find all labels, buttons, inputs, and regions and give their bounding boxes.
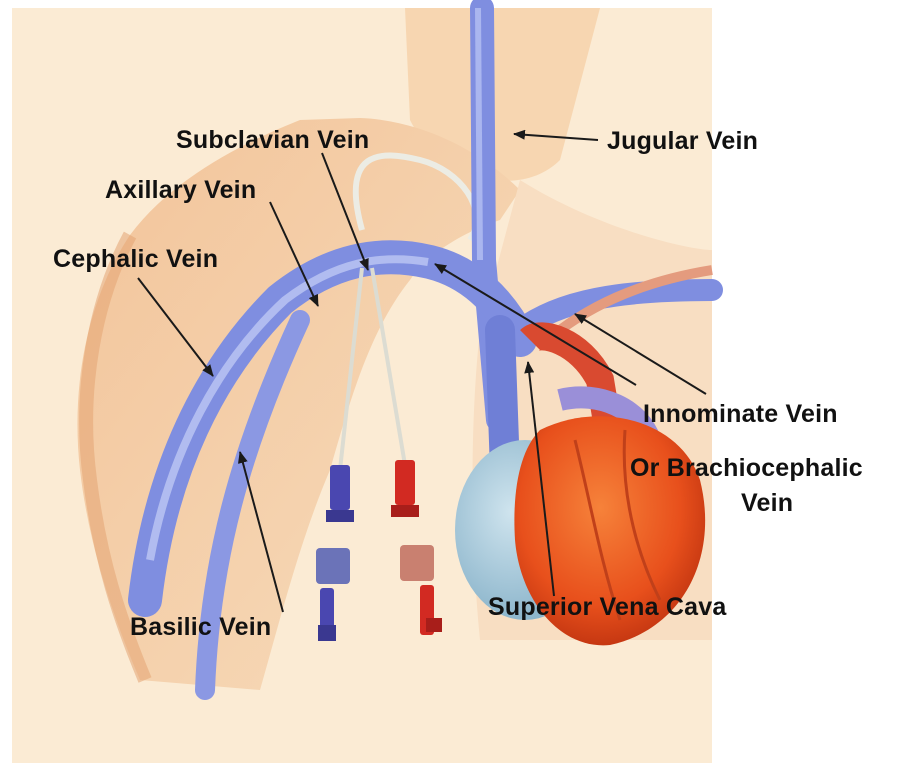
label-innominate-vein: Innominate Vein [643, 402, 838, 427]
label-brachiocephalic-line1: Or Brachiocephalic [630, 456, 863, 481]
right-margin [712, 8, 918, 769]
label-subclavian-vein: Subclavian Vein [176, 128, 369, 153]
label-brachiocephalic-line2: Vein [741, 491, 793, 516]
label-basilic-vein: Basilic Vein [130, 615, 271, 640]
label-jugular-vein: Jugular Vein [607, 129, 758, 154]
label-superior-vena-cava: Superior Vena Cava [488, 595, 726, 620]
label-cephalic-vein: Cephalic Vein [53, 247, 218, 272]
label-axillary-vein: Axillary Vein [105, 178, 256, 203]
